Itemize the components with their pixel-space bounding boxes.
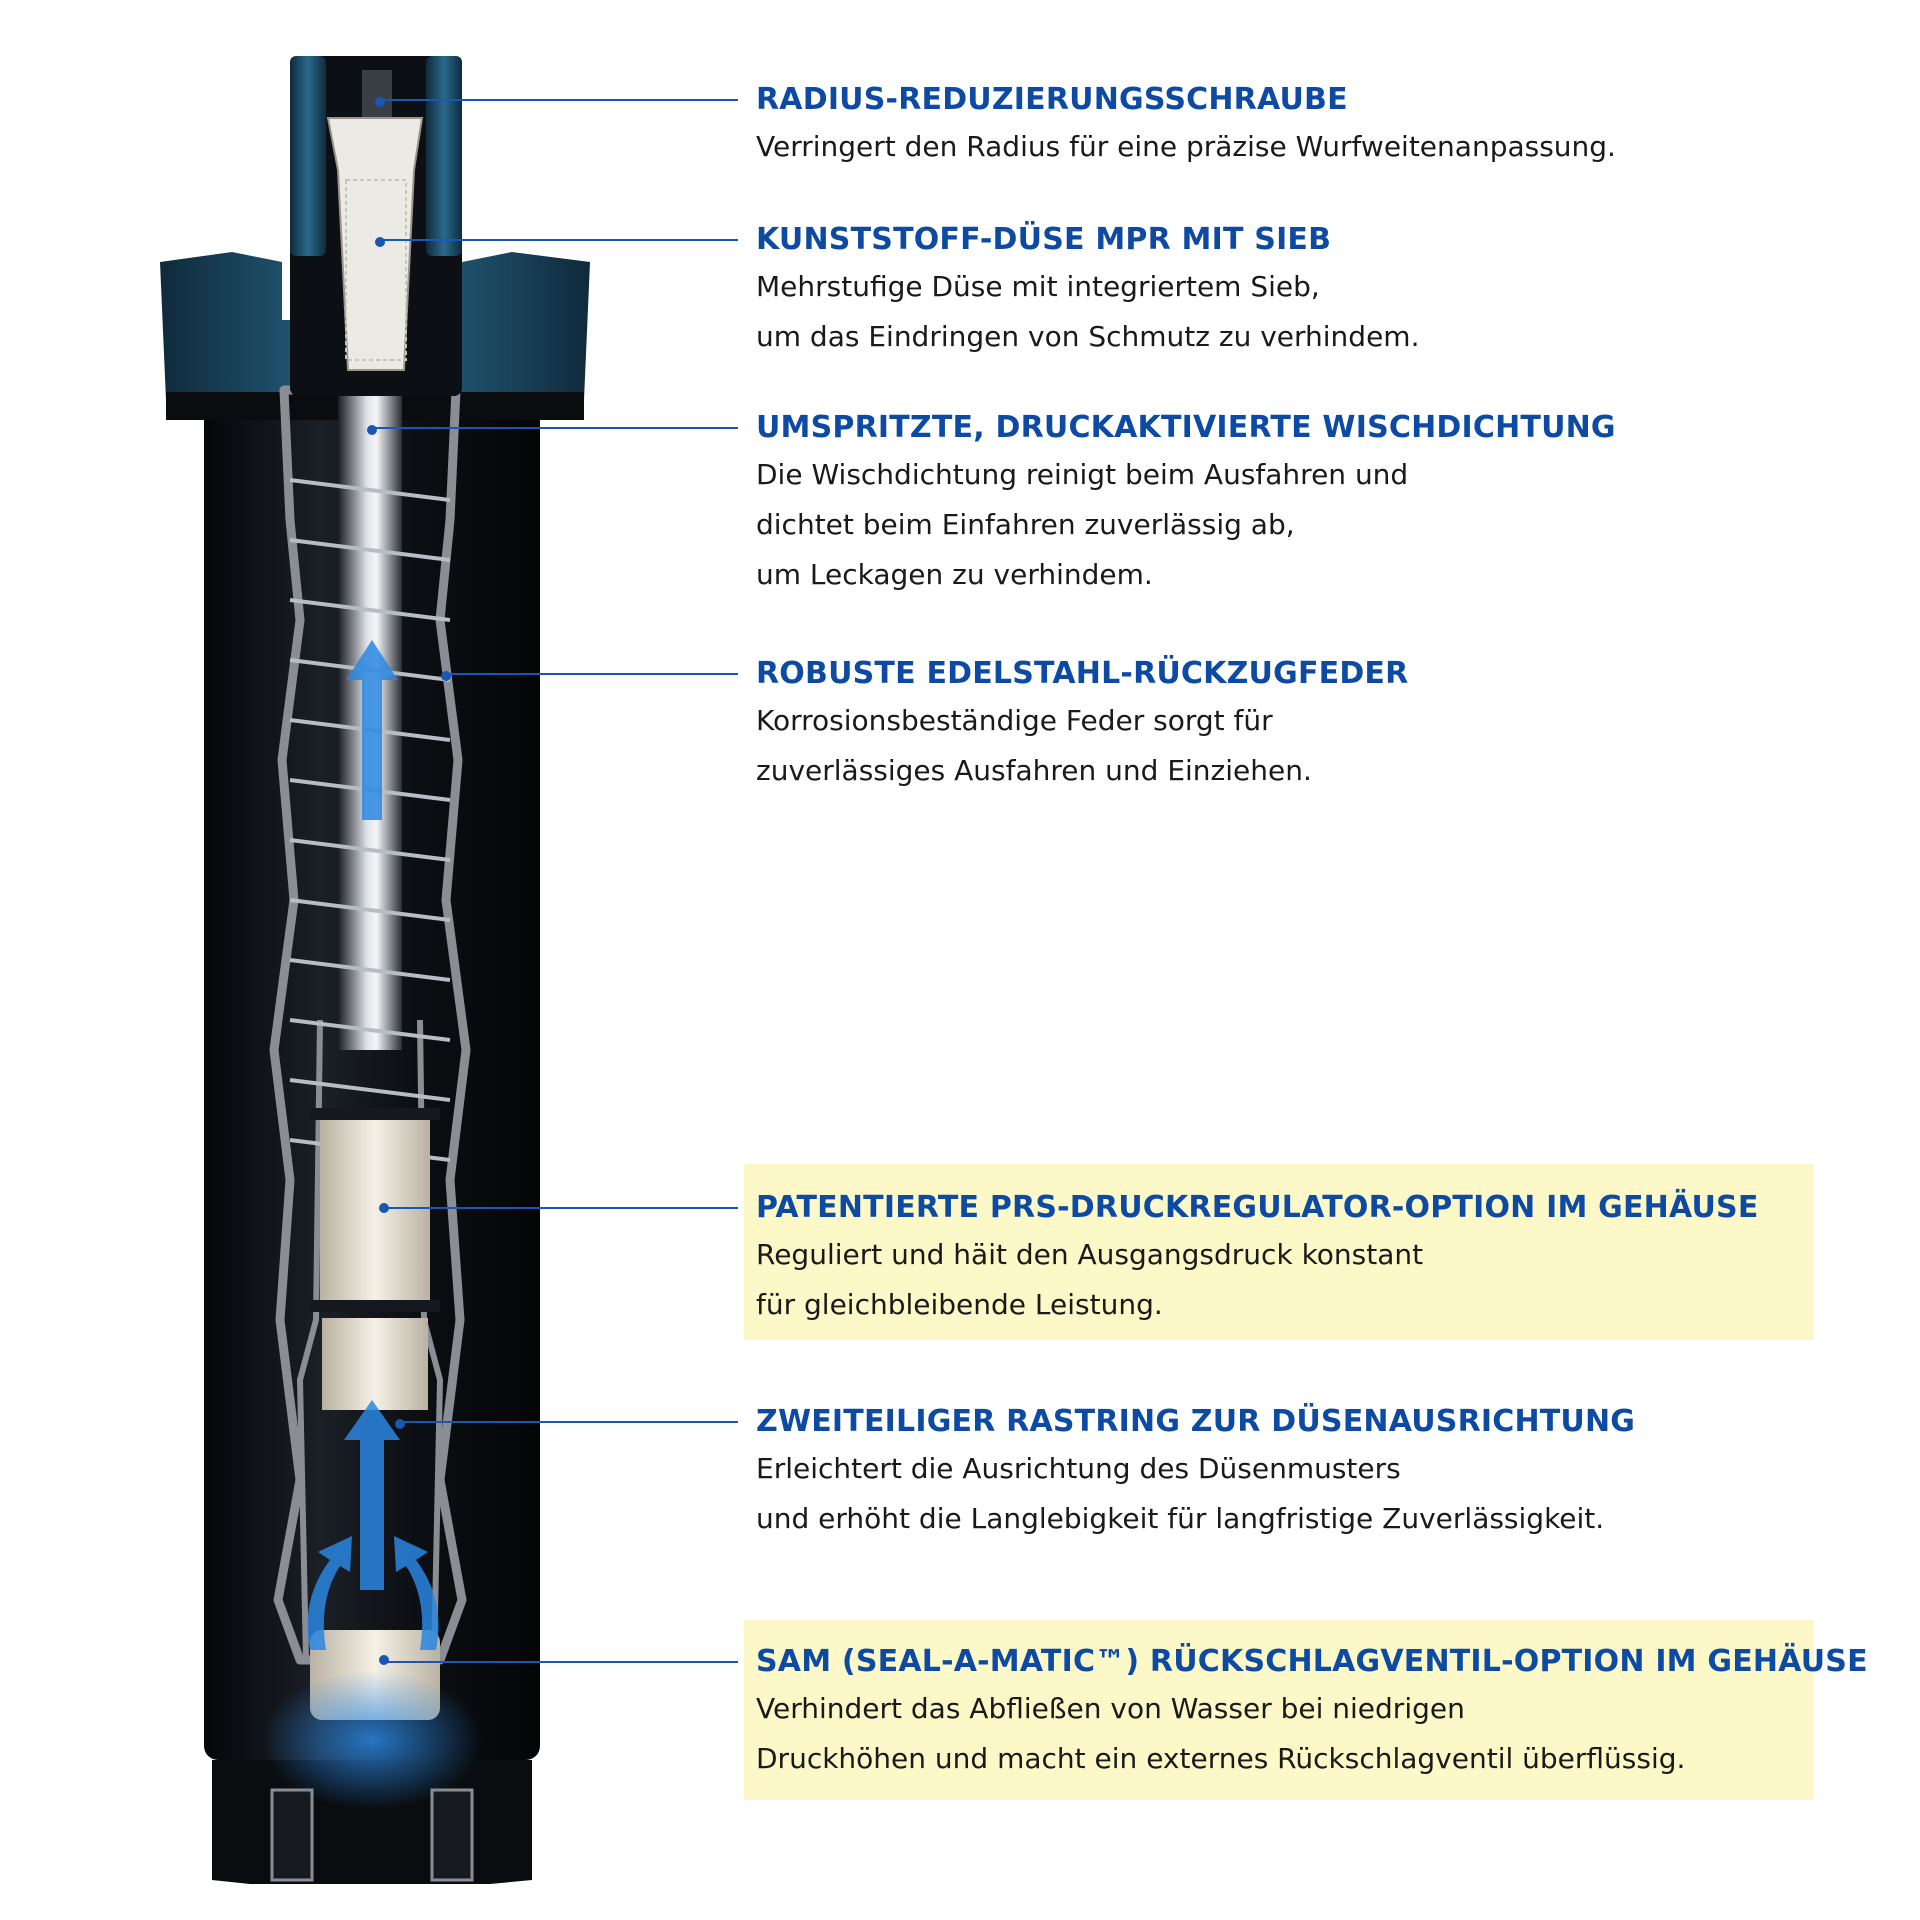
callout-pressure-regulator: PATENTIERTE PRS-DRUCKREGULATOR-OPTION IM… [744,1164,1814,1340]
callout-text: Erleichtert die Ausrichtung des Düsenmus… [756,1452,1401,1485]
riser-top-accent-left [290,56,326,256]
callout-nozzle-screen: KUNSTSTOFF-DÜSE MPR MIT SIEB Mehrstufige… [744,218,1814,362]
leader-wiper-seal-dot [367,425,377,435]
callout-radius-screw: RADIUS-REDUZIERUNGSSCHRAUBE Verringert d… [744,78,1814,172]
callout-wiper-seal: UMSPRITZTE, DRUCKAKTIVIERTE WISCHDICHTUN… [744,406,1814,600]
callout-title: ZWEITEILIGER RASTRING ZUR DÜSENAUSRICHTU… [756,1404,1636,1439]
callout-title: UMSPRITZTE, DRUCKAKTIVIERTE WISCHDICHTUN… [756,410,1616,445]
callout-text: für gleichbleibende Leistung. [756,1288,1163,1321]
callout-text: Verhindert das Abfließen von Wasser bei … [756,1692,1465,1725]
callout-text: und erhöht die Langlebigkeit für langfri… [756,1502,1605,1535]
callout-text: um das Eindringen von Schmutz zu verhind… [756,320,1420,353]
callout-title: PATENTIERTE PRS-DRUCKREGULATOR-OPTION IM… [756,1190,1759,1225]
callout-text: Verringert den Radius für eine präzise W… [756,130,1616,163]
callout-text: Druckhöhen und macht ein externes Rücksc… [756,1742,1686,1775]
callout-text: Mehrstufige Düse mit integriertem Sieb, [756,270,1320,303]
callout-text: Korrosionsbeständige Feder sorgt für [756,704,1273,737]
flow-glow [262,1670,482,1810]
leader-nozzle-screen-dot [375,237,385,247]
callout-check-valve: SAM (SEAL-A-MATIC™) RÜCKSCHLAGVENTIL-OPT… [744,1620,1868,1800]
regulator-seal-top [310,1108,440,1120]
leader-pressure-regulator-dot [379,1203,389,1213]
leader-spring-dot [441,671,451,681]
callout-text: Reguliert und häit den Ausgangsdruck kon… [756,1238,1424,1271]
callout-text: dichtet beim Einfahren zuverlässig ab, [756,508,1295,541]
leader-radius-screw-dot [375,97,385,107]
base-thread-left [270,1788,314,1882]
callout-text: Die Wischdichtung reinigt beim Ausfahren… [756,458,1409,491]
pressure-regulator [320,1110,430,1310]
water-flow-arrows [307,640,439,1650]
base-thread-right [430,1788,474,1882]
callout-text: um Leckagen zu verhindem. [756,558,1153,591]
callout-title: KUNSTSTOFF-DÜSE MPR MIT SIEB [756,222,1332,257]
leader-detent-ring-dot [395,1419,405,1429]
nozzle-screen-mesh [345,179,407,361]
callout-title: RADIUS-REDUZIERUNGSSCHRAUBE [756,82,1348,117]
regulator-base [322,1318,428,1410]
callout-title: ROBUSTE EDELSTAHL-RÜCKZUGFEDER [756,656,1409,691]
regulator-seal-bottom [310,1300,440,1312]
riser-top-accent-right [426,56,462,256]
leader-markers [367,97,451,1665]
callout-detent-ring: ZWEITEILIGER RASTRING ZUR DÜSENAUSRICHTU… [744,1400,1814,1544]
leader-check-valve-dot [379,1655,389,1665]
callout-text: zuverlässiges Ausfahren und Einziehen. [756,754,1312,787]
callout-title: SAM (SEAL-A-MATIC™) RÜCKSCHLAGVENTIL-OPT… [756,1644,1868,1679]
callout-spring: ROBUSTE EDELSTAHL-RÜCKZUGFEDER Korrosion… [744,652,1814,796]
